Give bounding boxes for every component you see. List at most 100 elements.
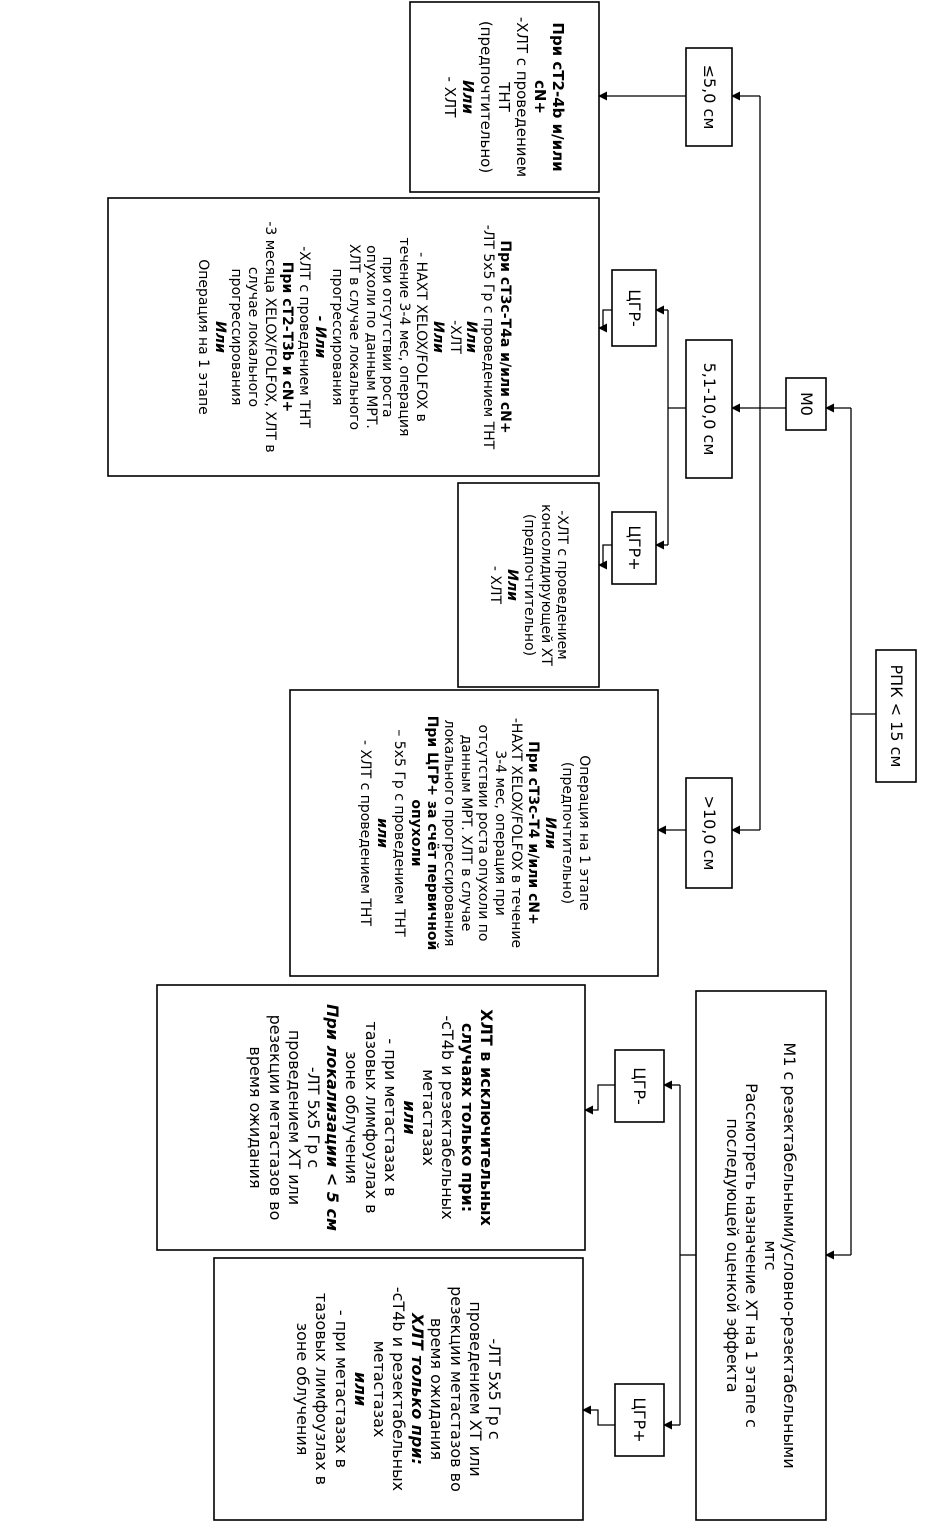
box-large-line: -НАХТ XELOX/FOLFOX в течение [508,717,525,949]
box-m1-minus-line: - при метастазах в [380,1038,400,1197]
box-m1-plus-line: метастазах [369,1340,389,1438]
box-mid-plus-line: (предпочтительно) [520,513,537,657]
box-m1-plus-line: резекции метастазов во [446,1286,466,1492]
box-mid-minus-line: течение 3-4 мес, операция [396,237,413,437]
box-m1-plus-line: -сТ4b и резектабельных [389,1286,409,1492]
box-small-heading-2: cN+ [531,79,550,114]
box-mid-minus-line: -ЛТ 5х5 Гр с проведением ТНТ [480,224,497,450]
box-m1-minus-treatment: ХЛТ в исключительных случаях только при:… [157,985,585,1250]
box-mid-minus-line: при отсутствии роста [379,256,396,418]
box-mid-minus-line: -3 месяца XELOX/FOLFOX, ХЛТ в [261,221,278,453]
box-large-line: локального прогрессирования [441,719,458,947]
box-mid-minus-or: Или [463,321,480,353]
box-large-line: Операция на 1 этапе [575,755,592,911]
box-small-line: (предпочтительно) [477,20,496,174]
m1-line-1: М1 с резектабельными/условно-резектабель… [780,1042,800,1469]
box-large-line: - ХЛТ с проведением ТНТ [357,739,374,927]
m0-box-outline [785,377,827,431]
ctr-s2-plus-outline [611,511,657,585]
box-m1-plus-treatment: -ЛТ 5х5 Гр с проведением ХТ или резекции… [214,1258,583,1520]
box-m1-plus-outline [213,1257,584,1521]
box-m1-minus-outline [156,984,586,1251]
m0-label: М0 [796,392,816,416]
box-large-outline [289,689,659,977]
size-node-small: ≤5,0 см [686,48,732,146]
size-label-small: ≤5,0 см [699,64,719,130]
box-mid-plus-line: консолидирующей ХТ [537,504,554,666]
ctr-m1-plus-outline [614,1383,665,1457]
box-small-treatment: При сТ2-4b и/или cN+ -ХЛТ с проведением … [410,2,599,192]
m1-node: М1 с резектабельными/условно-резектабель… [696,991,826,1520]
size-label-large: >10,0 см [699,795,719,871]
box-m1-minus-line: -сТ4b и резектабельных [438,1015,458,1220]
box-m1-minus-line: время ожидания [246,1046,266,1189]
size-label-medium: 5,1-10,0 см [699,362,719,456]
ctr-s2-minus-outline [611,269,657,347]
box-m1-minus-heading-2: случаях только при: [457,1022,477,1213]
box-mid-minus-outline [107,197,600,477]
box-m1-plus-heading: ХЛТ только при: [408,1313,428,1465]
m1-box-outline [695,990,827,1521]
m0-node: М0 [786,378,826,430]
box-mid-minus-or: - Или [312,315,329,359]
m1-line-4: последующей оценкой эффекта [722,1118,742,1393]
box-mid-minus-line: - НАХТ XELOX/FOLFOX в [413,252,430,422]
box-m1-minus-line: проведением ХТ или [284,1029,304,1206]
box-m1-minus-line: -ЛТ 5х5 Гр с [304,1066,324,1169]
ctr-label-m1-minus: ЦГР- [630,1067,650,1105]
box-small-or: Или [459,79,478,115]
box-mid-minus-or: Или [429,321,446,353]
size-s2-outline [685,339,733,479]
box-m1-plus-line: проведением ХТ или [465,1301,485,1477]
box-large-line: (предпочтительно) [558,761,575,905]
size-s1-outline [685,47,733,147]
size-node-medium: 5,1-10,0 см [686,340,732,478]
box-large-or: или [374,818,391,848]
box-mid-minus-line: опухоли по данным МРТ. [362,245,379,429]
ctr-node-m1-plus: ЦГР+ [615,1384,664,1456]
box-mid-plus-outline [457,482,600,688]
box-m1-plus-line: - при метастазах в [331,1309,351,1469]
box-mid-minus-or: Или [211,321,228,353]
box-mid-minus-line: прогрессирования [329,268,346,406]
box-mid-minus-line: прогрессирования [228,268,245,406]
box-m1-minus-line: резекции метастазов во [265,1014,285,1221]
box-large-line: 3-4 мес, операция при [491,750,508,916]
box-small-heading: При сТ2-4b и/или [549,22,568,172]
box-m1-minus-line: зоне облучения [342,1051,362,1184]
box-large-heading: При сТ3с-Т4 и/или cN+ [525,741,542,925]
box-large-or: Или [541,817,558,849]
box-m1-minus-line: метастазах [419,1069,439,1166]
ctr-node-s2-minus: ЦГР- [612,270,656,346]
box-m1-minus-or: или [399,1100,419,1135]
box-m1-minus-heading: ХЛТ в исключительных [476,1009,496,1226]
m1-line-3: Рассмотреть назначение ХТ на 1 этапе с [742,1083,761,1428]
box-large-subheading: При ЦГР+ за счёт первичной [424,715,441,951]
root-box-outline [875,649,917,783]
box-m1-plus-line: время ожидания [427,1317,447,1461]
size-node-large: >10,0 см [686,778,732,888]
ctr-label-s2-minus: ЦГР- [624,289,644,327]
box-large-subheading-2: опухоли [407,799,424,867]
box-mid-minus-subheading: При сТ2-Т3b и cN+ [278,261,295,413]
ctr-node-s2-plus: ЦГР+ [612,512,656,584]
ctr-m1-minus-outline [614,1049,665,1123]
box-mid-plus-or: Или [504,569,521,601]
box-large-line: – 5х5 Гр с проведением ТНТ [390,729,407,937]
size-s3-outline [685,777,733,889]
root-node: РПК < 15 см [876,650,916,782]
box-m1-minus-line: тазовых лимфоузлах в [361,1021,381,1214]
box-m1-plus-line: зоне облучения [293,1322,313,1456]
box-small-line: -ХЛТ с проведением [513,16,532,178]
box-small-line: ТНТ [495,82,514,112]
box-mid-plus-line: -ХЛТ с проведением [554,510,571,660]
box-small-line: - ХЛТ [441,76,460,118]
m1-line-2: мтс [761,1240,781,1271]
ctr-node-m1-minus: ЦГР- [615,1050,664,1122]
box-large-line: отсутствии роста опухоли по [474,724,491,942]
box-large-treatment: Операция на 1 этапе (предпочтительно) Ил… [290,690,658,976]
box-small-outline [409,1,600,193]
box-mid-minus-line: Операция на 1 этапе [194,259,211,415]
